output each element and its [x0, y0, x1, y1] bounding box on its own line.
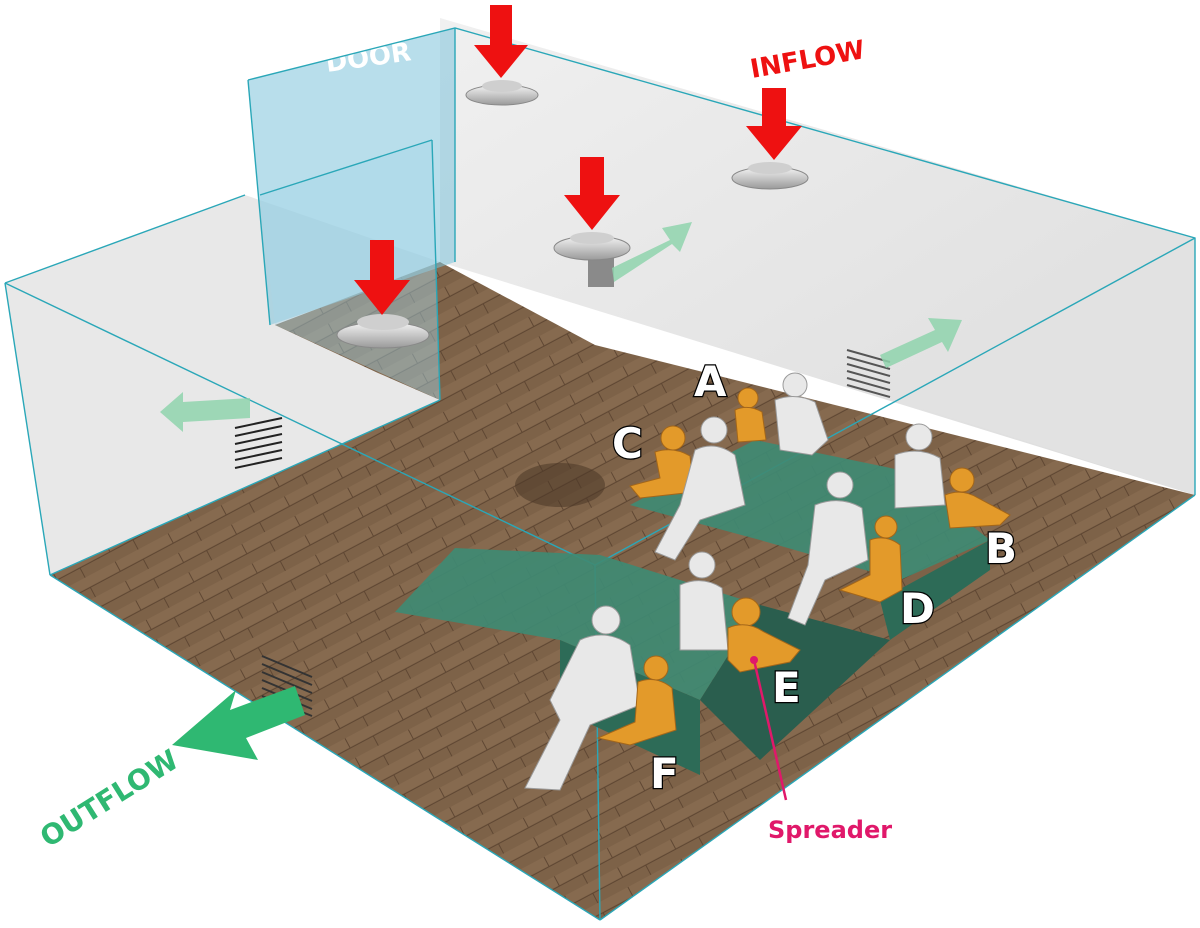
bench-front-top: [395, 548, 760, 700]
occupants: [524, 372, 1011, 791]
door: DOOR: [248, 28, 455, 400]
seat-label-f: F: [650, 749, 679, 798]
child-figure-f: [596, 655, 677, 746]
seat-label-c: C: [612, 419, 643, 468]
diffuser-4: [336, 314, 430, 349]
spreader-label: Spreader: [768, 816, 892, 844]
seat-label-b: B: [985, 524, 1017, 573]
diffuser-1: [465, 80, 539, 106]
floor-stain: [515, 463, 605, 507]
child-figure-b: [944, 467, 1011, 529]
circulation-arrow-left: [160, 392, 250, 432]
vent-back-wall: [846, 349, 891, 398]
inflow-label: INFLOW: [748, 35, 867, 85]
child-figure-c: [629, 425, 695, 499]
child-figure-a: [734, 387, 767, 443]
inflow-arrows: [354, 5, 802, 315]
right-wall: [880, 238, 1195, 495]
inflow-arrow-4: [354, 240, 410, 315]
seat-label-d: D: [900, 584, 935, 633]
bench-back-side: [880, 540, 990, 640]
adult-figure-a: [774, 372, 829, 456]
seat-labels: A B C D E F: [611, 356, 1019, 800]
seat-label-e: E: [772, 663, 801, 712]
circulation-arrow-right: [880, 318, 962, 368]
diffuser-3: [553, 232, 631, 287]
vent-left-wall: [234, 417, 283, 469]
inflow-arrow-2: [746, 88, 802, 160]
adult-figure-b: [894, 423, 946, 509]
spreader-pointer-line: [752, 659, 788, 801]
inflow-arrow-1: [474, 5, 528, 78]
adult-figure-d: [787, 471, 869, 626]
seat-label-a: A: [694, 357, 727, 406]
circulation-arrows: [160, 222, 962, 432]
diffuser-2: [731, 162, 809, 190]
child-figure-e-spreader: [727, 597, 801, 673]
outflow-label: OUTFLOW: [34, 743, 184, 854]
inflow-arrow-3: [564, 157, 620, 230]
spreader-callout: Spreader: [750, 656, 892, 844]
child-figure-d: [838, 515, 903, 603]
door-panel: [248, 28, 455, 325]
adult-figure-f: [524, 605, 641, 791]
adult-figure-e: [679, 551, 729, 651]
spreader-pointer-dot: [750, 656, 758, 664]
adult-figure-c: [654, 416, 746, 561]
outflow-arrow: [172, 686, 305, 760]
circulation-arrow-center: [612, 222, 692, 282]
